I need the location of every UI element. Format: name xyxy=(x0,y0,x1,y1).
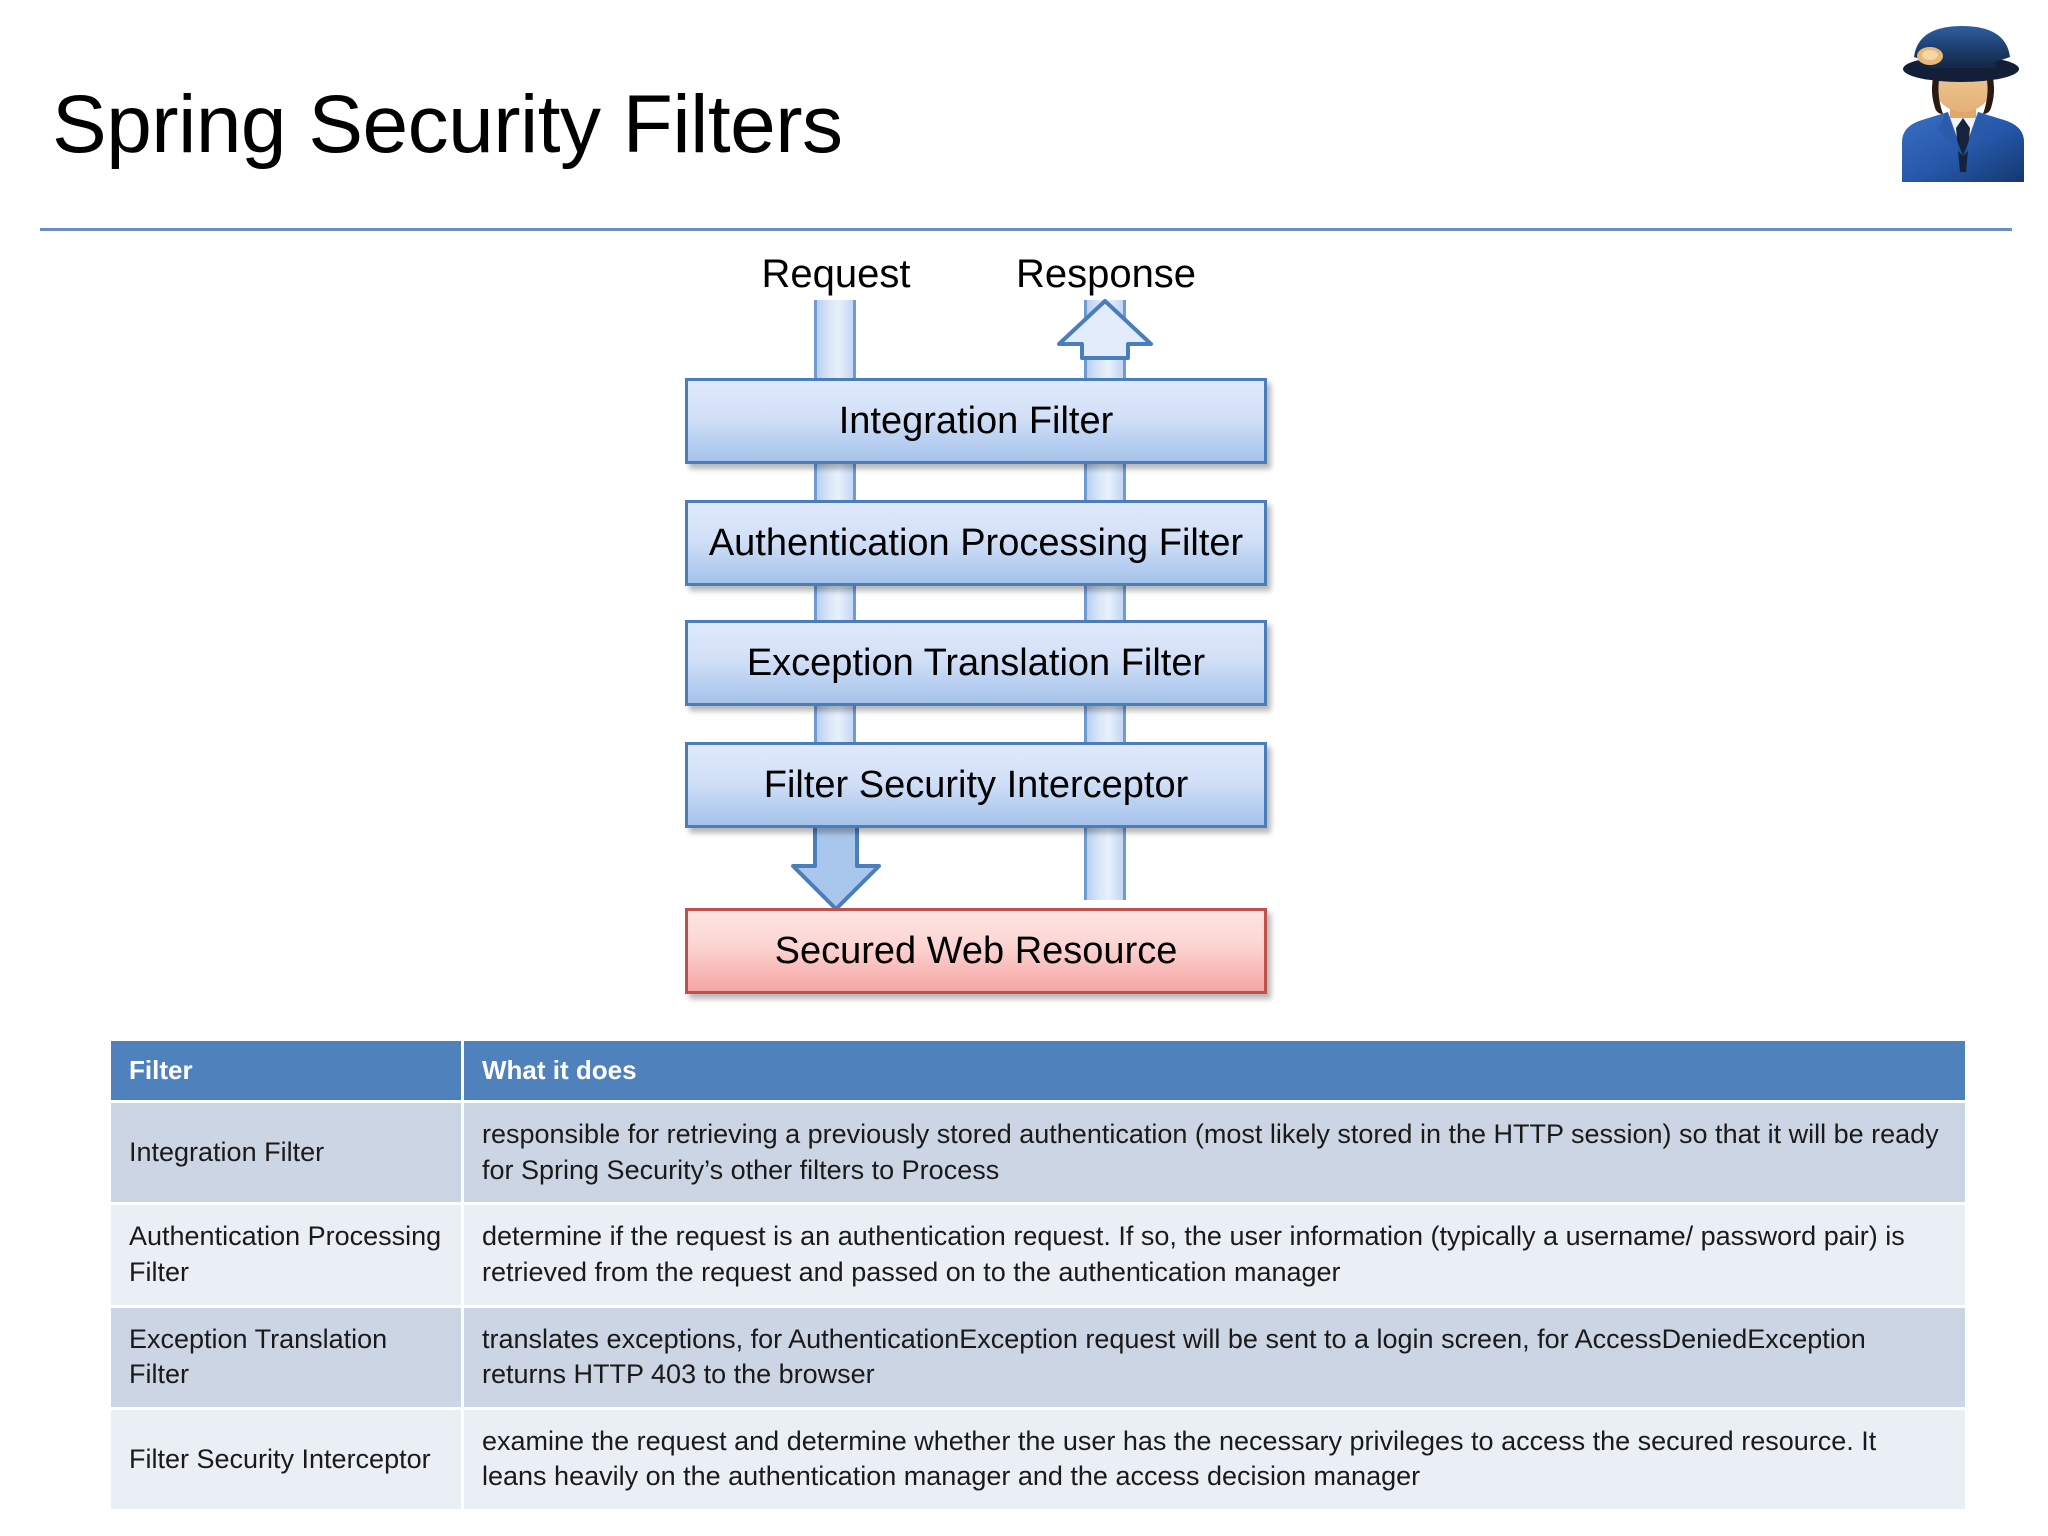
request-label: Request xyxy=(761,252,911,296)
cell-filter-name: Integration Filter xyxy=(111,1103,461,1203)
table-row: Filter Security Interceptor examine the … xyxy=(111,1409,1965,1509)
table-row: Exception Translation Filter translates … xyxy=(111,1307,1965,1407)
cell-filter-name: Filter Security Interceptor xyxy=(111,1409,461,1509)
cell-filter-name: Authentication Processing Filter xyxy=(111,1205,461,1305)
page-title: Spring Security Filters xyxy=(52,79,843,170)
cell-filter-description: examine the request and determine whethe… xyxy=(464,1409,1965,1509)
diagram-box-integration-filter[interactable]: Integration Filter xyxy=(685,378,1267,464)
response-label: Response xyxy=(1015,252,1197,296)
table-row: Authentication Processing Filter determi… xyxy=(111,1205,1965,1305)
request-arrow-down-icon xyxy=(791,820,881,911)
column-header-filter: Filter xyxy=(111,1041,461,1100)
request-flow-pipe xyxy=(814,300,856,860)
filters-description-table: Filter What it does Integration Filter r… xyxy=(108,1038,1968,1512)
cell-filter-description: translates exceptions, for Authenticatio… xyxy=(464,1307,1965,1407)
police-officer-icon xyxy=(1902,26,2024,182)
diagram-box-exception-translation-filter[interactable]: Exception Translation Filter xyxy=(685,620,1267,706)
cell-filter-description: responsible for retrieving a previously … xyxy=(464,1103,1965,1203)
table-row: Integration Filter responsible for retri… xyxy=(111,1103,1965,1203)
response-flow-pipe xyxy=(1084,300,1126,900)
column-header-what-it-does: What it does xyxy=(464,1041,1965,1100)
cell-filter-description: determine if the request is an authentic… xyxy=(464,1205,1965,1305)
response-arrow-up-icon xyxy=(1057,299,1153,360)
cell-filter-name: Exception Translation Filter xyxy=(111,1307,461,1407)
diagram-box-secured-web-resource[interactable]: Secured Web Resource xyxy=(685,908,1267,994)
diagram-box-authentication-processing-filter[interactable]: Authentication Processing Filter xyxy=(685,500,1267,586)
table-header-row: Filter What it does xyxy=(111,1041,1965,1100)
diagram-box-filter-security-interceptor[interactable]: Filter Security Interceptor xyxy=(685,742,1267,828)
title-divider xyxy=(40,228,2012,231)
